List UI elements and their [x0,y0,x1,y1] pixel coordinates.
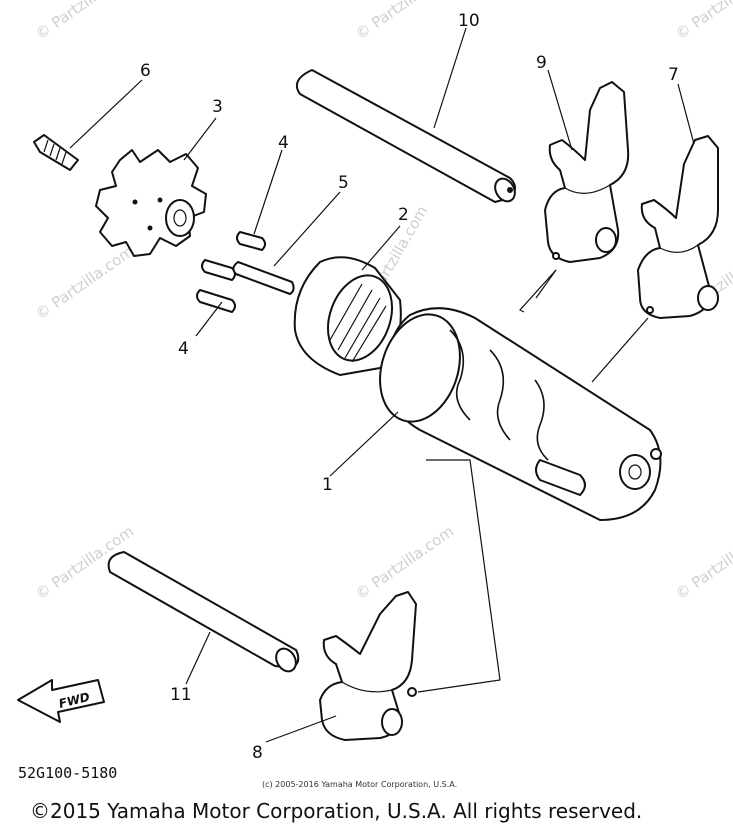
part-11-shift-shaft [107,551,300,673]
copyright-footer: ©2015 Yamaha Motor Corporation, U.S.A. A… [30,799,642,823]
fwd-arrow: FWD [17,679,105,723]
callout-7: 7 [668,65,679,85]
callout-6: 6 [140,61,151,81]
small-copyright: (c) 2005-2016 Yamaha Motor Corporation, … [262,780,457,789]
part-2-bearing [293,256,402,376]
callout-labels: 1 2 3 4 4 5 6 7 8 9 10 11 [140,11,679,763]
part-1-shift-drum [379,307,662,521]
leader-lines [69,27,695,743]
watermark: © Partzilla.com [32,242,137,323]
part-10-shift-shaft [296,69,516,203]
watermark: © Partzilla.com [32,0,137,43]
callout-2: 2 [398,205,409,225]
callout-10: 10 [458,11,480,31]
part-5-dowel [232,261,295,295]
watermark: © Partzilla.com [352,522,457,603]
part-7-shift-fork [637,135,719,319]
callout-4-top: 4 [278,133,289,153]
watermark: © Partzilla.com [352,0,457,43]
part-6-bolt [33,134,79,171]
watermark: © Partzilla.com [672,0,733,43]
part-4-pins [196,231,266,313]
callout-8: 8 [252,743,263,763]
callout-9: 9 [536,53,547,73]
part-9-shift-fork [544,81,630,263]
callout-3: 3 [212,97,223,117]
callout-11: 11 [170,685,192,705]
part-3-segment [95,149,207,257]
watermark: © Partzilla.com [672,522,733,603]
callout-1: 1 [322,475,333,495]
diagram-code: 52G100-5180 [18,764,117,782]
callout-4-bottom: 4 [178,339,189,359]
part-8-shift-fork [319,591,417,741]
callout-5: 5 [338,173,349,193]
